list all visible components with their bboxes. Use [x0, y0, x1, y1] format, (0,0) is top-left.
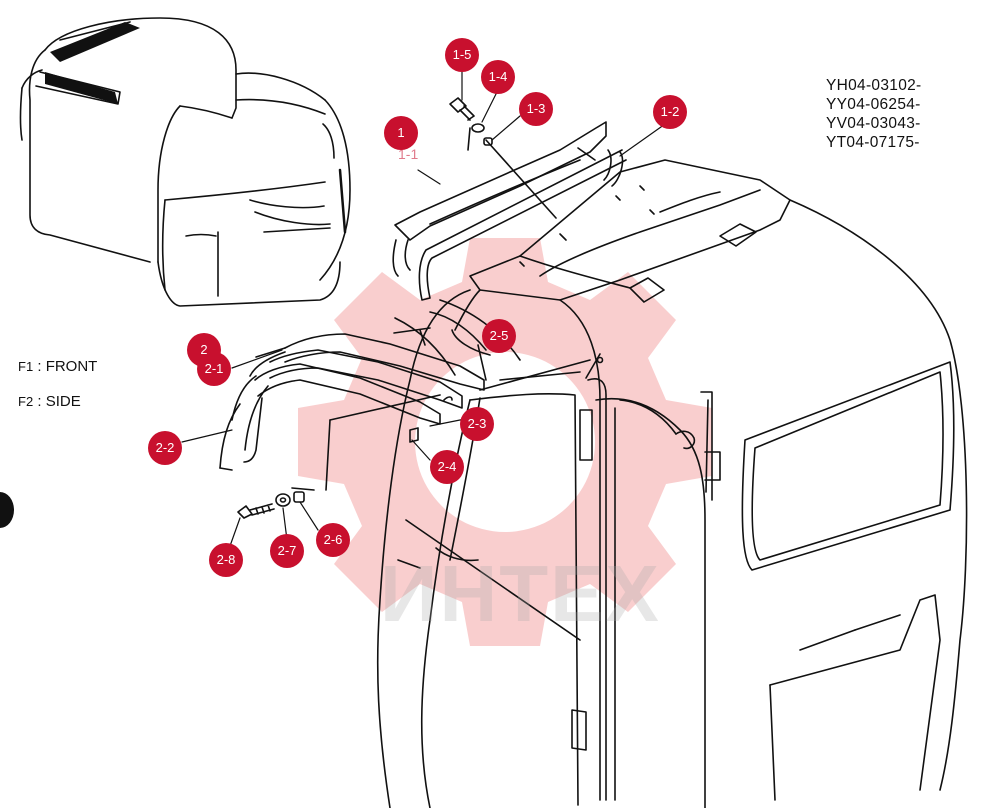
serial-number-list: YH04-03102- YY04-06254- YV04-03043- YT04…	[826, 76, 922, 152]
washer-2-7-icon	[275, 493, 291, 507]
watermark-gear-icon	[298, 238, 712, 646]
callout-1-5[interactable]: 1-5	[445, 38, 479, 72]
leader-lines	[181, 67, 669, 547]
ghost-label: 1-1	[398, 146, 419, 162]
legend-separator: :	[37, 358, 42, 375]
callout-1[interactable]: 1	[384, 116, 418, 150]
callout-2-2[interactable]: 2-2	[148, 431, 182, 465]
legend-code: F2	[18, 394, 34, 409]
serial-number: YY04-06254-	[826, 96, 921, 113]
callout-1-4[interactable]: 1-4	[481, 60, 515, 94]
cab-body	[376, 159, 968, 808]
callout-2-1[interactable]: 2-1	[197, 352, 231, 386]
legend-code: F1	[18, 359, 34, 374]
callout-2-5[interactable]: 2-5	[482, 319, 516, 353]
serial-number: YH04-03102-	[826, 77, 922, 94]
hardware-parts	[237, 97, 493, 519]
callout-2-4[interactable]: 2-4	[430, 450, 464, 484]
legend-text: SIDE	[45, 393, 81, 410]
bolt-head-icon	[449, 97, 467, 113]
legend-separator: :	[37, 393, 42, 410]
callout-2-6[interactable]: 2-6	[316, 523, 350, 557]
screw-head-icon	[237, 505, 253, 519]
legend-side: F2 : SIDE	[18, 393, 81, 410]
serial-number: YT04-07175-	[826, 134, 920, 151]
legend-text: FRONT	[45, 358, 98, 375]
callout-2-7[interactable]: 2-7	[270, 534, 304, 568]
machine-overview-inset	[19, 17, 351, 307]
nut-2-6-icon	[293, 491, 305, 503]
front-gutter-part-1	[392, 121, 627, 301]
callout-1-2[interactable]: 1-2	[653, 95, 687, 129]
callout-2-3[interactable]: 2-3	[460, 407, 494, 441]
edge-marker	[0, 492, 14, 528]
nut-icon	[483, 137, 493, 146]
watermark-text: ИНТЕХ	[380, 549, 661, 638]
legend-front: F1 : FRONT	[18, 358, 97, 375]
callout-1-3[interactable]: 1-3	[519, 92, 553, 126]
serial-number: YV04-03043-	[826, 115, 921, 132]
washer-icon	[471, 123, 485, 133]
callout-2-8[interactable]: 2-8	[209, 543, 243, 577]
